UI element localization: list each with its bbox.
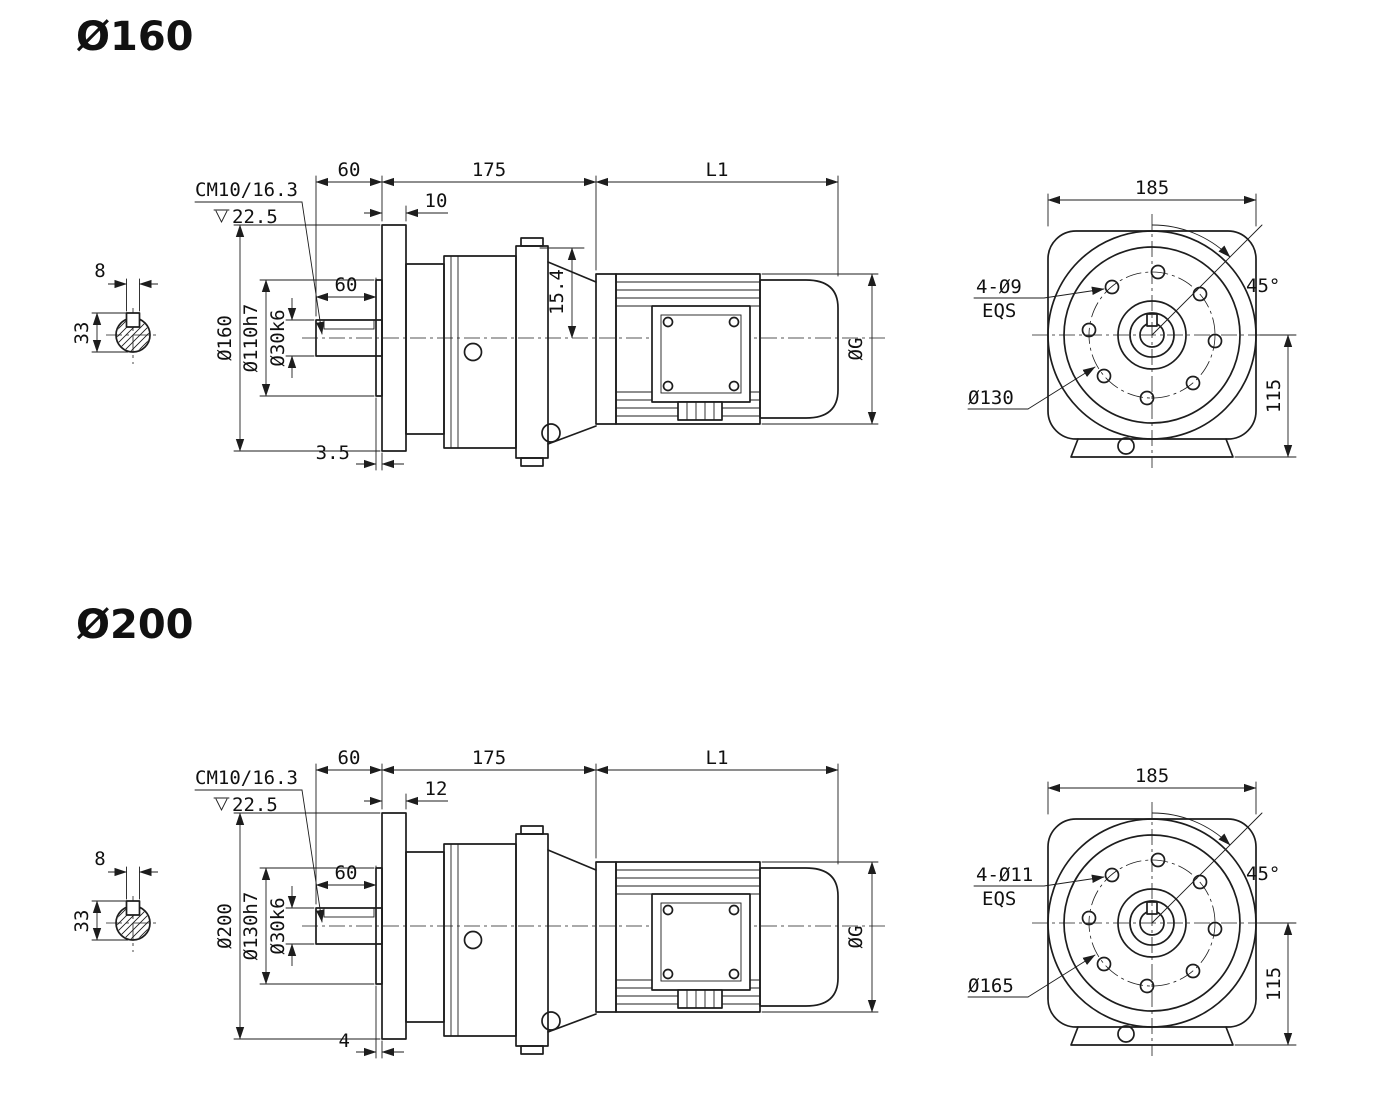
dim-key-width-label: 8	[94, 848, 105, 870]
dim-housing-length-label: 175	[472, 747, 506, 769]
bore-depth-label: 22.5	[232, 794, 278, 816]
holes-note-label: EQS	[982, 300, 1016, 322]
dim-key-height-lines	[539, 247, 585, 339]
variant-panel-160: Ø160 8 33 CM10/16.3 22.5 60 175 L1 10 60…	[71, 14, 1296, 470]
dim-flange-thickness-label: 10	[425, 190, 448, 212]
dim-motor-length-label: L1	[706, 159, 729, 181]
dim-base-height-label: 115	[1263, 379, 1285, 413]
dim-motor-length-label: L1	[706, 747, 729, 769]
dim-width-label: 185	[1135, 177, 1169, 199]
dim-key-height-label: 15.4	[546, 269, 568, 315]
holes-spec-label: 4-Ø9	[976, 276, 1022, 298]
dim-key-depth-label: 33	[71, 322, 93, 345]
side-view-use	[195, 176, 886, 470]
dim-key-width-label: 8	[94, 260, 105, 282]
variant-title: Ø200	[76, 602, 194, 648]
dim-angle-label: 45°	[1246, 275, 1280, 297]
dim-shaft-protrusion-label: 60	[338, 159, 361, 181]
front-view-use	[968, 194, 1296, 468]
dim-shaft-length-label: 60	[335, 862, 358, 884]
dim-flange-od-label: Ø200	[214, 903, 236, 949]
dim-spigot-depth-label: 4	[339, 1030, 350, 1052]
side-view-use	[195, 764, 886, 1058]
dim-angle-label: 45°	[1246, 863, 1280, 885]
dim-shaft-dia-label: Ø30k6	[267, 897, 289, 954]
bore-spec-label: CM10/16.3	[195, 767, 298, 789]
dim-shaft-length-label: 60	[335, 274, 358, 296]
holes-spec-label: 4-Ø11	[976, 864, 1033, 886]
variant-panel-200: Ø200 8 33 CM10/16.3 22.5 60 175 L1 12 60…	[71, 602, 1296, 1058]
holes-note-label: EQS	[982, 888, 1016, 910]
dim-base-height-label: 115	[1263, 967, 1285, 1001]
dim-width-label: 185	[1135, 765, 1169, 787]
dim-bolt-circle-label: Ø165	[968, 975, 1014, 997]
dim-motor-dia-label: ØG	[845, 338, 867, 361]
shaft-section-use	[92, 279, 174, 364]
front-view-use	[968, 782, 1296, 1056]
dim-flange-od-label: Ø160	[214, 315, 236, 361]
dim-shaft-protrusion-label: 60	[338, 747, 361, 769]
dim-spigot-label: Ø110h7	[240, 304, 262, 373]
dim-spigot-label: Ø130h7	[240, 892, 262, 961]
dim-key-depth-label: 33	[71, 910, 93, 933]
dim-flange-thickness-label: 12	[425, 778, 448, 800]
shaft-section-use	[92, 867, 174, 952]
dim-shaft-dia-label: Ø30k6	[267, 309, 289, 366]
dim-motor-dia-label: ØG	[845, 926, 867, 949]
bore-spec-label: CM10/16.3	[195, 179, 298, 201]
dim-housing-length-label: 175	[472, 159, 506, 181]
dim-spigot-depth-label: 3.5	[316, 442, 350, 464]
dim-bolt-circle-label: Ø130	[968, 387, 1014, 409]
bore-depth-label: 22.5	[232, 206, 278, 228]
variant-title: Ø160	[76, 14, 194, 60]
